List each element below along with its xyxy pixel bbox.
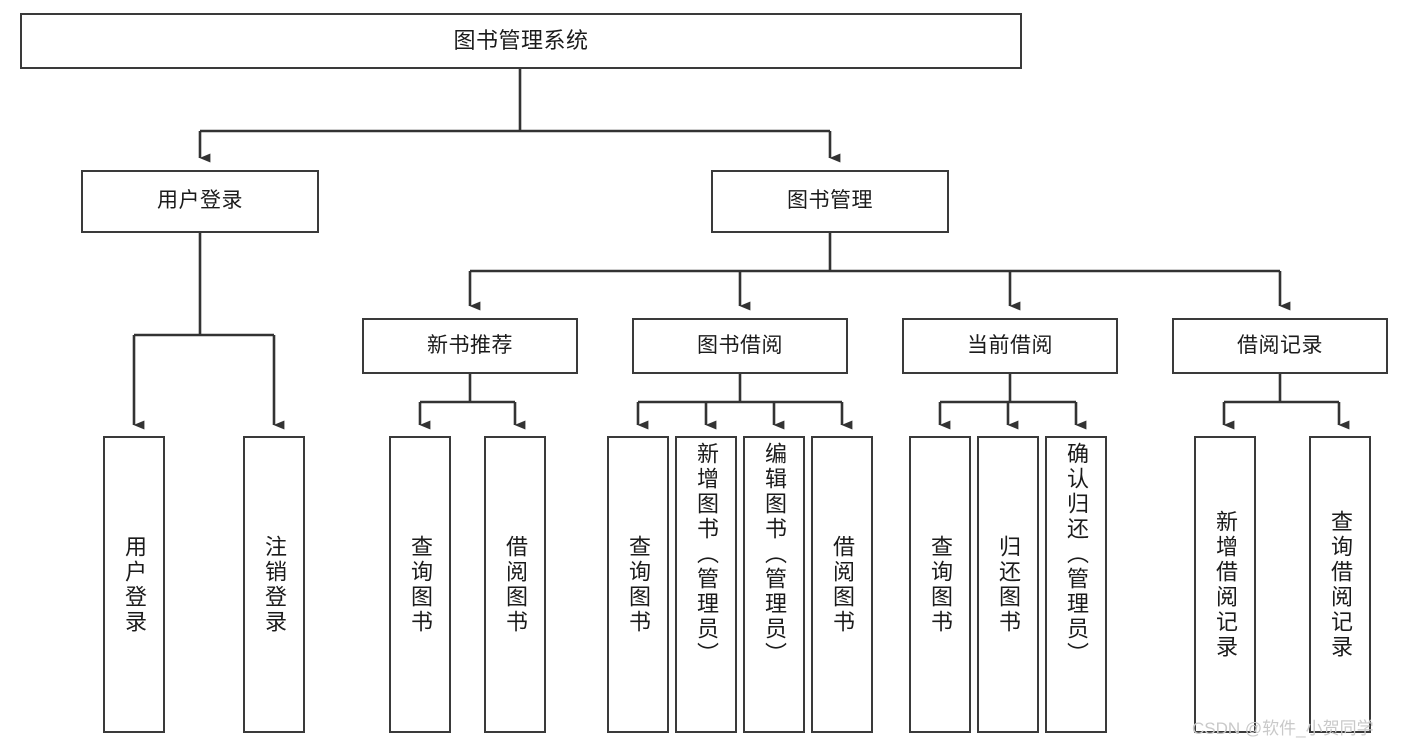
- node-leaf-query-record-label: 查询借阅记录: [1328, 509, 1353, 660]
- node-leaf-edit-book-label: 编辑图书（管理员）: [762, 442, 787, 667]
- node-leaf-confirm-return-label: 确认归还（管理员）: [1064, 442, 1089, 667]
- node-leaf-query-book-3[interactable]: 查询图书: [909, 436, 971, 733]
- node-root-label: 图书管理系统: [453, 28, 589, 54]
- node-root[interactable]: 图书管理系统: [20, 13, 1022, 69]
- node-leaf-edit-book[interactable]: 编辑图书（管理员）: [743, 436, 805, 733]
- node-leaf-add-record[interactable]: 新增借阅记录: [1194, 436, 1256, 733]
- node-leaf-borrow-book-2-label: 借阅图书: [830, 534, 855, 635]
- node-borrow-record[interactable]: 借阅记录: [1172, 318, 1388, 374]
- node-leaf-user-logout[interactable]: 注销登录: [243, 436, 305, 733]
- node-leaf-add-book[interactable]: 新增图书（管理员）: [675, 436, 737, 733]
- node-leaf-borrow-book-1[interactable]: 借阅图书: [484, 436, 546, 733]
- node-leaf-user-login-label: 用户登录: [122, 534, 147, 635]
- node-leaf-return-book-label: 归还图书: [996, 534, 1021, 635]
- node-leaf-query-book-2-label: 查询图书: [626, 534, 651, 635]
- node-leaf-add-record-label: 新增借阅记录: [1213, 509, 1238, 660]
- node-borrow-record-label: 借阅记录: [1237, 333, 1323, 357]
- node-leaf-borrow-book-2[interactable]: 借阅图书: [811, 436, 873, 733]
- node-new-book-recommend-label: 新书推荐: [427, 333, 513, 357]
- node-leaf-query-book-3-label: 查询图书: [928, 534, 953, 635]
- csdn-watermark: CSDN @软件_小贺同学: [1192, 719, 1374, 738]
- node-book-manage-label: 图书管理: [787, 189, 873, 213]
- node-leaf-user-logout-label: 注销登录: [262, 534, 287, 635]
- node-book-borrow-label: 图书借阅: [697, 333, 783, 357]
- node-leaf-add-book-label: 新增图书（管理员）: [694, 442, 719, 667]
- node-leaf-return-book[interactable]: 归还图书: [977, 436, 1039, 733]
- node-user-login-label: 用户登录: [157, 189, 243, 213]
- node-leaf-confirm-return[interactable]: 确认归还（管理员）: [1045, 436, 1107, 733]
- node-leaf-query-book-1[interactable]: 查询图书: [389, 436, 451, 733]
- node-book-borrow[interactable]: 图书借阅: [632, 318, 848, 374]
- node-current-borrow-label: 当前借阅: [967, 333, 1053, 357]
- node-new-book-recommend[interactable]: 新书推荐: [362, 318, 578, 374]
- node-book-manage[interactable]: 图书管理: [711, 170, 949, 233]
- node-leaf-user-login[interactable]: 用户登录: [103, 436, 165, 733]
- node-leaf-query-book-1-label: 查询图书: [408, 534, 433, 635]
- node-leaf-query-book-2[interactable]: 查询图书: [607, 436, 669, 733]
- node-user-login[interactable]: 用户登录: [81, 170, 319, 233]
- node-leaf-query-record[interactable]: 查询借阅记录: [1309, 436, 1371, 733]
- node-current-borrow[interactable]: 当前借阅: [902, 318, 1118, 374]
- node-leaf-borrow-book-1-label: 借阅图书: [503, 534, 528, 635]
